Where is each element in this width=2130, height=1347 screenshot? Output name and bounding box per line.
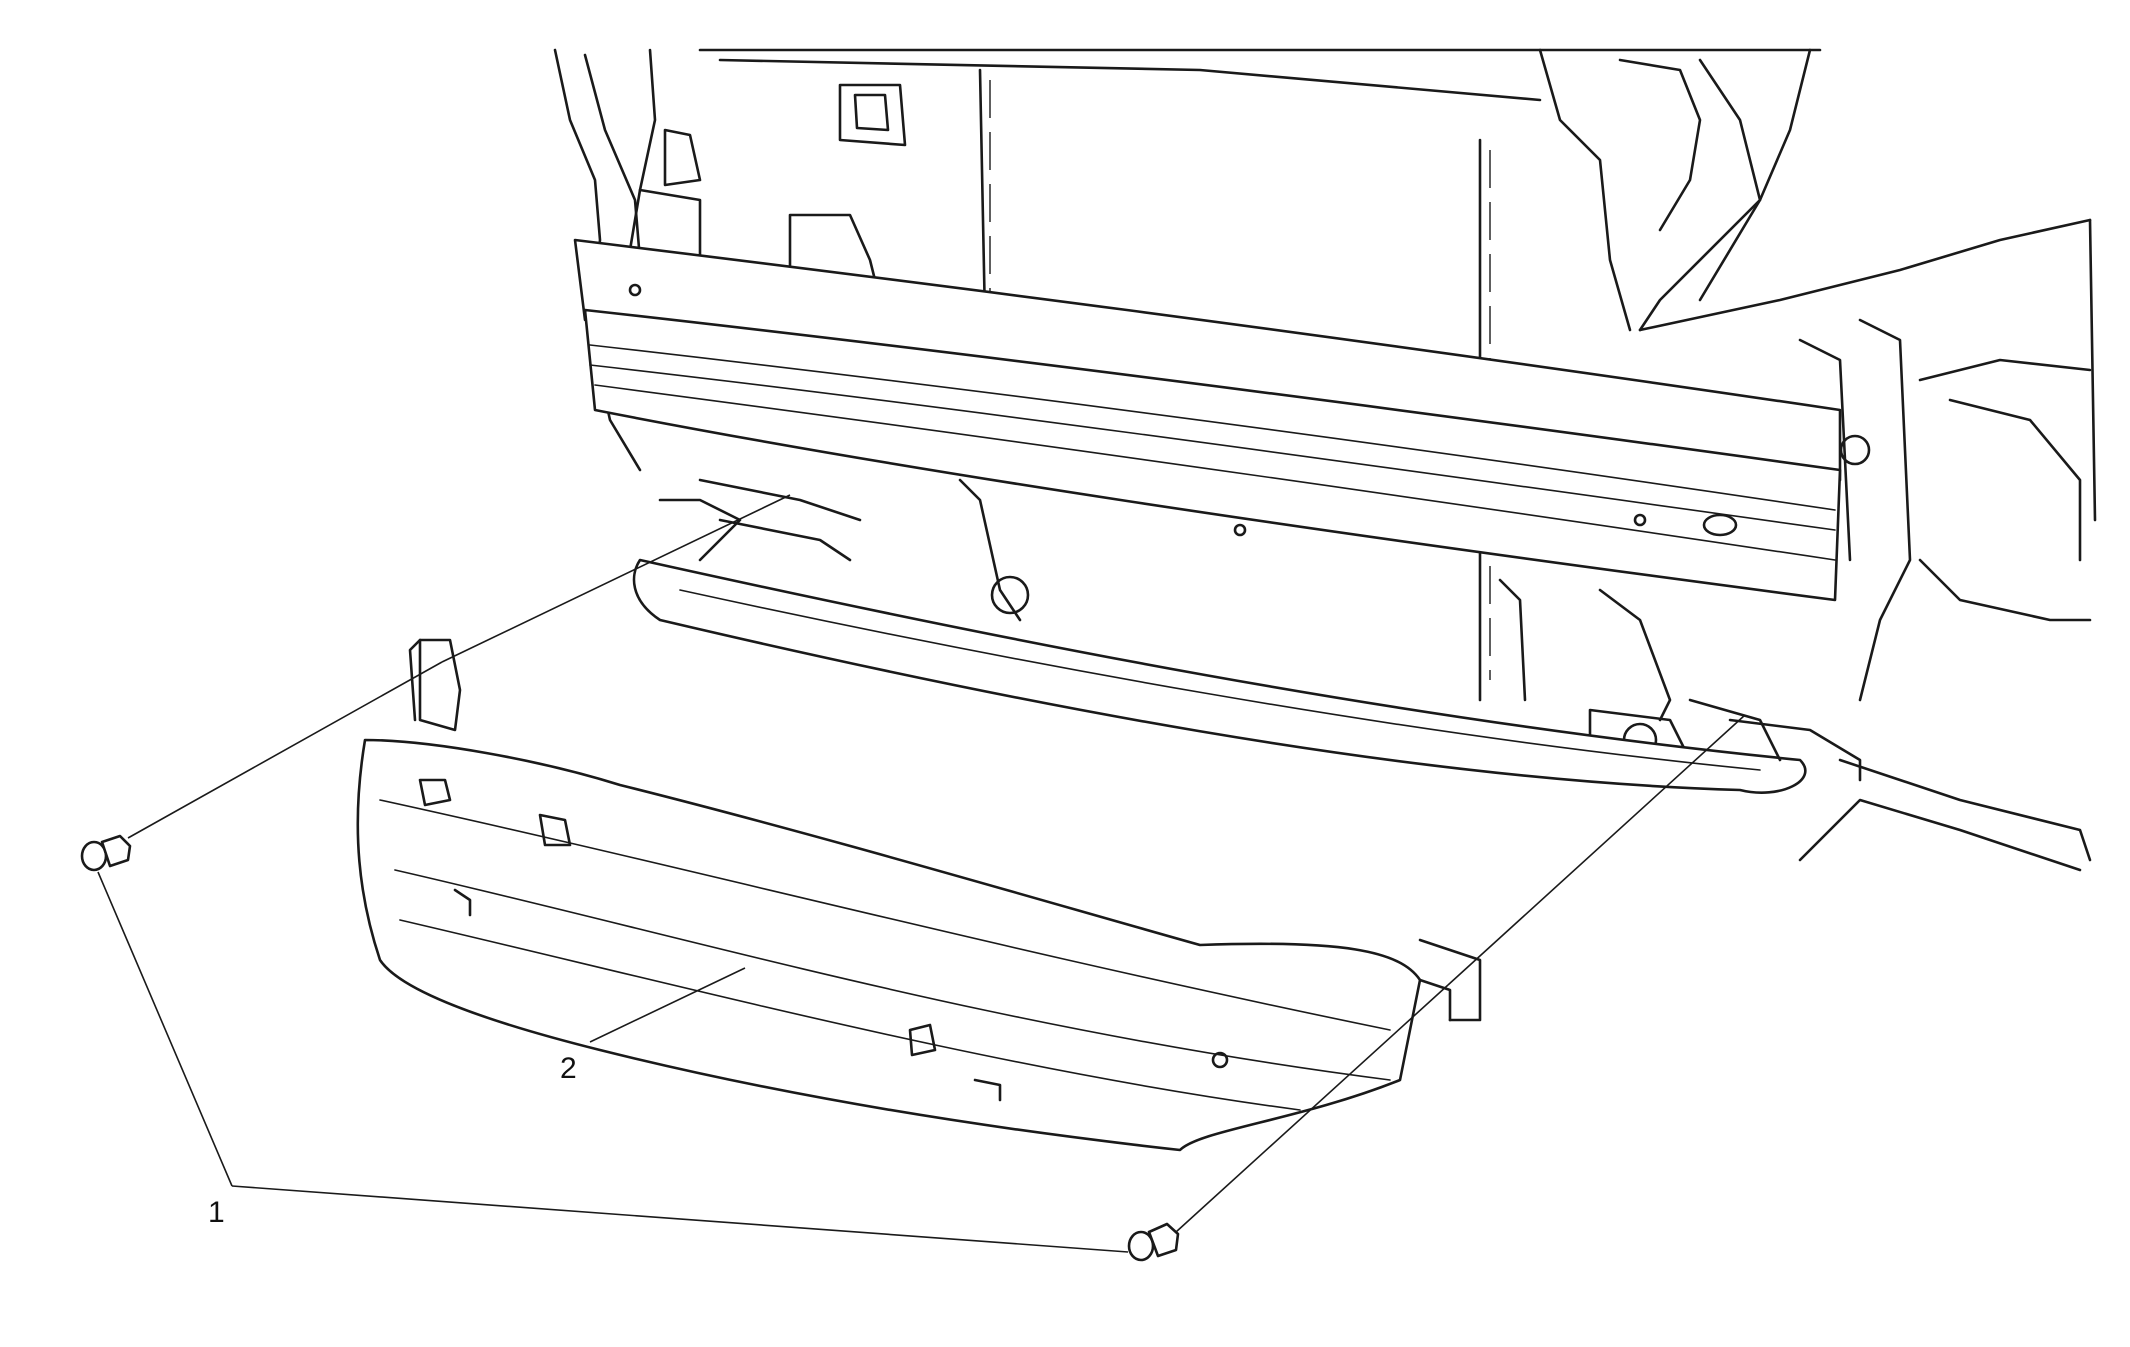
push-pin-retainer-icon	[80, 834, 1180, 1262]
callout-1: 1	[208, 1196, 225, 1229]
front-lower-support	[632, 478, 1862, 794]
installation-guide-lines	[127, 494, 1746, 1233]
bumper-impact-bar-icon	[573, 238, 1871, 602]
callout-leaders	[97, 871, 1129, 1253]
vehicle-front-structure	[553, 48, 2097, 872]
lower-air-deflector-icon	[356, 638, 1482, 1152]
callout-2: 2	[560, 1052, 577, 1085]
